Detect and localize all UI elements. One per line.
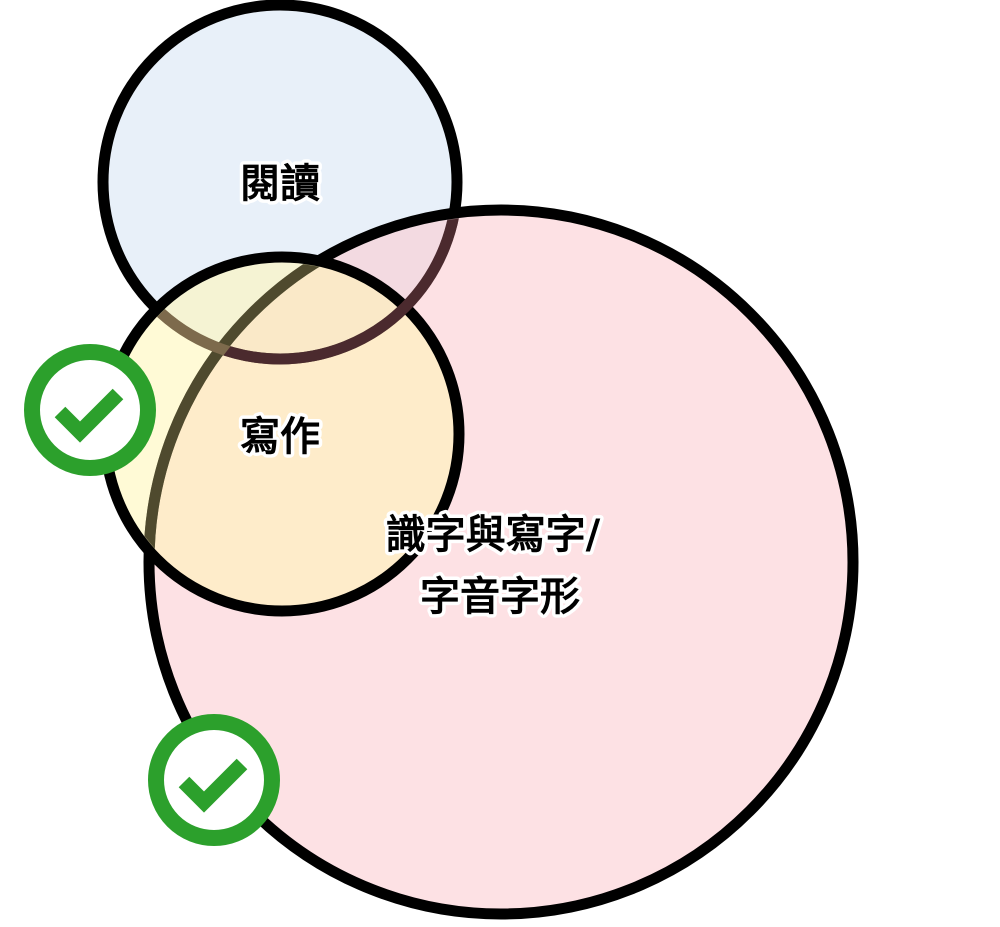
check-icon-literacy xyxy=(148,714,280,846)
literacy-label-line2: 字音字形 xyxy=(420,574,580,620)
literacy-label-line1: 識字與寫字/ xyxy=(386,512,601,558)
check-icon-writing xyxy=(24,344,156,476)
reading-label: 閱讀 xyxy=(240,161,320,207)
literacy-circle xyxy=(143,204,859,920)
writing-circle-fill xyxy=(105,257,459,611)
writing-label: 寫作 xyxy=(240,414,320,460)
